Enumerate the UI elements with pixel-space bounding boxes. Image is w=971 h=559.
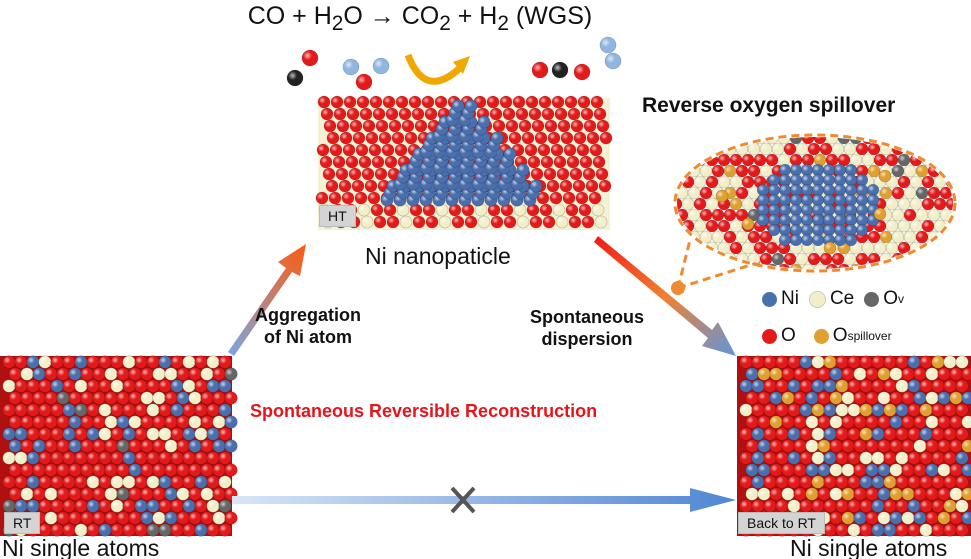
single-atom-surface-left	[0, 355, 238, 537]
atom	[885, 137, 899, 145]
rt-tag: RT	[4, 512, 41, 534]
legend-ce: Ce	[808, 288, 854, 310]
atom	[681, 137, 695, 145]
dispersion-arrow	[594, 236, 736, 356]
atom	[927, 252, 941, 266]
atom	[717, 137, 731, 145]
atom	[903, 252, 917, 266]
atom	[705, 263, 719, 269]
atom	[921, 263, 935, 269]
reconstruction-label: Spontaneous Reversible Reconstruction	[250, 401, 598, 421]
atom	[681, 153, 695, 167]
atom	[677, 142, 689, 156]
atom	[693, 137, 707, 145]
atom	[699, 252, 713, 266]
atom	[687, 142, 701, 156]
aggregation-arrow	[228, 244, 306, 356]
atom	[933, 263, 947, 269]
ht-tag: HT	[319, 205, 356, 227]
atom	[915, 252, 929, 266]
atom	[921, 241, 935, 255]
atom	[677, 241, 683, 255]
atom	[927, 142, 941, 156]
atom	[687, 252, 701, 266]
cross-icon	[450, 486, 476, 514]
reaction-arrow	[404, 53, 463, 85]
atom	[933, 241, 947, 255]
nanoparticle-caption: Ni nanopaticle	[365, 243, 511, 269]
atom	[705, 137, 719, 145]
atom	[915, 142, 929, 156]
nanoparticle-surface	[315, 95, 613, 230]
legend-o: O	[762, 325, 796, 347]
atom	[921, 137, 935, 145]
reaction-equation: CO + H2O → CO2 + H2 (WGS)	[247, 2, 593, 35]
inset-title: Reverse oxygen spillover	[642, 94, 896, 117]
atom	[945, 137, 953, 145]
atom	[693, 241, 707, 255]
atom	[729, 137, 743, 145]
atom	[933, 153, 947, 167]
atom	[945, 153, 953, 167]
atom	[897, 263, 911, 269]
atom	[939, 142, 953, 156]
atom	[945, 241, 953, 255]
atom	[885, 263, 899, 269]
atom	[909, 263, 923, 269]
legend-ni: Ni	[762, 288, 799, 310]
atom	[741, 137, 755, 145]
atom	[909, 137, 923, 145]
atom	[897, 137, 911, 145]
right-caption: Ni single atoms	[790, 535, 948, 559]
atom	[677, 230, 689, 244]
no-direct-path-arrow	[232, 488, 736, 512]
atom	[945, 263, 953, 269]
atom	[939, 252, 953, 266]
single-atom-surface-right	[737, 355, 971, 537]
atom	[699, 142, 713, 156]
atom	[677, 137, 683, 145]
atom	[677, 153, 683, 167]
gas-molecules	[286, 36, 622, 91]
atom	[873, 263, 887, 269]
left-caption: Ni single atoms	[2, 535, 160, 559]
atom	[933, 137, 947, 145]
atom	[693, 263, 707, 269]
zoom-callout	[673, 133, 957, 290]
back-to-rt-tag: Back to RT	[738, 512, 825, 534]
